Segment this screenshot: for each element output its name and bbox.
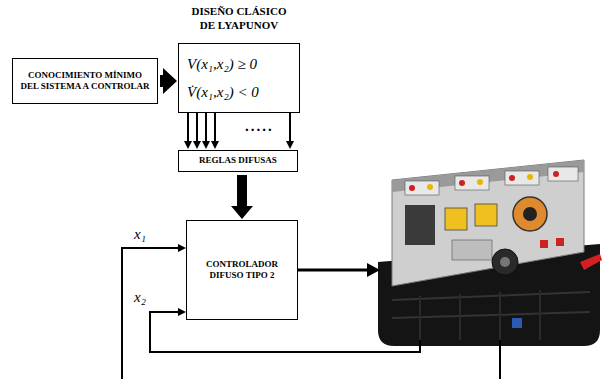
connector (211, 113, 219, 149)
connector-line (289, 113, 291, 142)
box-text-group: REGLAS DIFUSAS (199, 155, 277, 166)
panel-block (452, 240, 492, 260)
box-text: REGLAS DIFUSAS (199, 155, 277, 166)
display-slot (405, 205, 435, 245)
formula-text: V(x₁,x₂) ≥ 0 (187, 50, 293, 78)
connector (231, 175, 253, 219)
base-ridge (392, 292, 590, 318)
connector-line (205, 113, 207, 142)
jack (509, 175, 515, 181)
rules-box: REGLAS DIFUSAS (178, 150, 298, 172)
box-text-group: CONOCIMIENTO MÍNIMO DEL SISTEMA A CONTRO… (19, 70, 151, 93)
box-text-group: CONTROLADOR DIFUSO TIPO 2 (193, 259, 291, 282)
arrow-head (178, 308, 186, 316)
yellow-module (445, 208, 467, 230)
block-arrow (160, 68, 177, 94)
connector (193, 113, 201, 149)
heading-text: DISEÑO CLÁSICO DE LYAPUNOV (187, 4, 291, 33)
connector (160, 68, 177, 94)
connector-line (214, 113, 216, 142)
dial-knob (523, 207, 537, 221)
signal-name: x₂ (133, 289, 147, 306)
box-text: CONOCIMIENTO MÍNIMO DEL SISTEMA A CONTRO… (19, 70, 151, 93)
jack (459, 180, 465, 186)
ellipsis-dots: ..... (244, 118, 275, 135)
knob-cap (500, 257, 510, 267)
jack (477, 179, 483, 185)
feedback-line (499, 340, 501, 379)
jack (409, 185, 415, 191)
block-arrow (231, 175, 253, 219)
jack (527, 174, 533, 180)
module (405, 181, 439, 195)
arrow-head (286, 141, 294, 149)
knowledge-box: CONOCIMIENTO MÍNIMO DEL SISTEMA A CONTRO… (12, 58, 158, 104)
arrow-head (193, 141, 201, 149)
controller-box: CONTROLADOR DIFUSO TIPO 2 (186, 220, 298, 320)
connector (184, 113, 192, 149)
red-handle (580, 254, 602, 270)
jack (553, 171, 559, 177)
jack (556, 238, 564, 246)
module (455, 176, 489, 190)
connector (202, 113, 210, 149)
module (505, 171, 539, 185)
dial (513, 197, 547, 231)
formula-box: V(x₁,x₂) ≥ 0V̇(x₁,x₂) < 0 (178, 43, 300, 113)
arrow-head (367, 263, 380, 277)
connector-line (196, 113, 198, 142)
yellow-module (475, 204, 497, 226)
arrow-head (178, 244, 186, 252)
lyapunov-box: DISEÑO CLÁSICO DE LYAPUNOV V(x₁,x₂) ≥ 0V̇… (176, 4, 302, 113)
trainer-panel (392, 160, 584, 286)
arrow-head (202, 141, 210, 149)
logo-badge (512, 318, 522, 328)
jack (540, 240, 548, 248)
formula-text: V̇(x₁,x₂) < 0 (187, 78, 293, 106)
signal-name: x₁ (133, 226, 147, 243)
knob (492, 249, 518, 275)
arrow-head (184, 141, 192, 149)
box-text: CONTROLADOR DIFUSO TIPO 2 (193, 259, 291, 282)
control-signal-line (298, 269, 368, 272)
module (548, 167, 578, 181)
base-rib (420, 290, 540, 340)
jack (427, 184, 433, 190)
arrow-head (211, 141, 219, 149)
connector-line (187, 113, 189, 142)
connector (286, 113, 294, 149)
